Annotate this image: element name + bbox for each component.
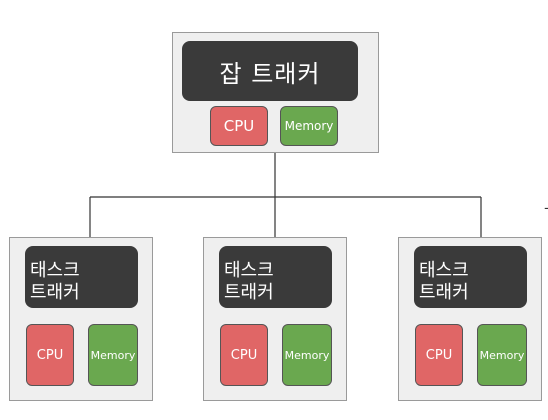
job-tracker-title: 잡 트래커 (182, 41, 358, 101)
task-tracker-title: 태스크 트래커 (25, 246, 138, 308)
task-tracker-cpu: CPU (26, 324, 74, 386)
task-tracker-title-line2: 트래커 (224, 282, 274, 303)
task-tracker-title-line1: 태스크 (419, 260, 469, 281)
task-tracker-title-line1: 태스크 (30, 260, 80, 281)
task-tracker-node-2: 태스크 트래커 CPU Memory (203, 237, 347, 401)
task-tracker-title: 태스크 트래커 (219, 246, 332, 308)
job-tracker-cpu: CPU (210, 106, 268, 146)
job-tracker-memory: Memory (280, 106, 338, 146)
task-tracker-title-line2: 트래커 (419, 282, 469, 303)
task-tracker-cpu: CPU (415, 324, 463, 386)
task-tracker-cpu: CPU (220, 324, 268, 386)
task-tracker-node-1: 태스크 트래커 CPU Memory (9, 237, 153, 401)
task-tracker-memory: Memory (477, 324, 527, 386)
task-tracker-title-line2: 트래커 (30, 282, 80, 303)
task-tracker-title: 태스크 트래커 (414, 246, 527, 308)
task-tracker-title-line1: 태스크 (224, 260, 274, 281)
task-tracker-memory: Memory (282, 324, 332, 386)
job-tracker-node: 잡 트래커 CPU Memory (172, 32, 379, 153)
task-tracker-node-3: 태스크 트래커 CPU Memory (398, 237, 542, 401)
task-tracker-memory: Memory (88, 324, 138, 386)
edge-text-fragment: ㅓ (540, 200, 548, 219)
